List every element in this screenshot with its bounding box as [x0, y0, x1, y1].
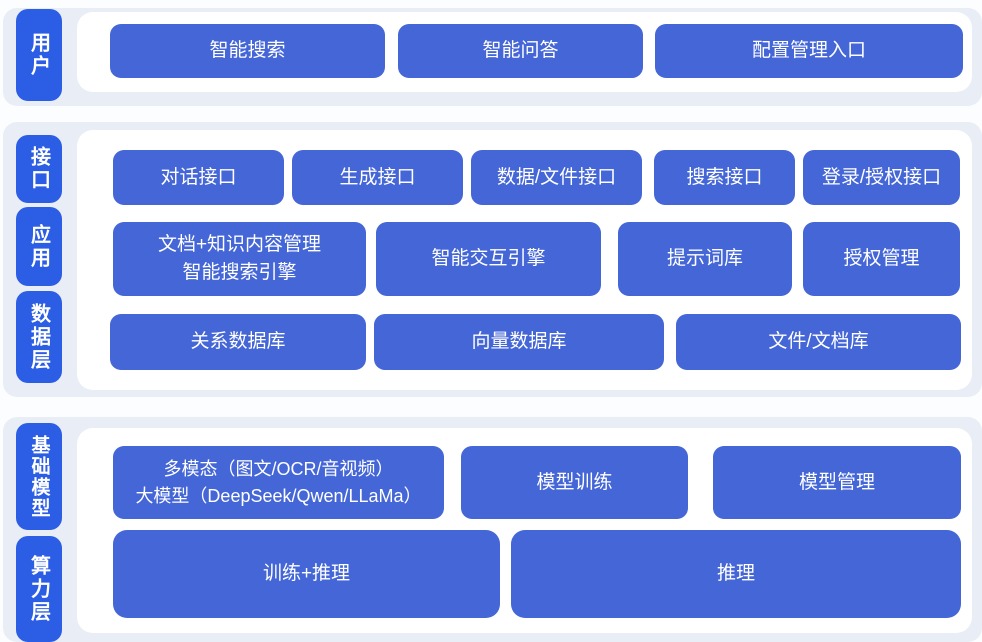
pill-user-layer: 用户	[16, 9, 62, 101]
btn-smart-interaction-engine: 智能交互引擎	[376, 222, 601, 296]
btn-data-file-api: 数据/文件接口	[471, 150, 642, 205]
panel-user-layer: 智能搜索 智能问答 配置管理入口	[77, 12, 972, 92]
btn-smart-qa: 智能问答	[398, 24, 643, 78]
btn-training-plus-inference: 训练+推理	[113, 530, 500, 618]
btn-smart-search: 智能搜索	[110, 24, 385, 78]
btn-config-management-entry: 配置管理入口	[655, 24, 963, 78]
btn-multimodal-large-model: 多模态（图文/OCR/音视频） 大模型（DeepSeek/Qwen/LLaMa）	[113, 446, 444, 519]
btn-search-api: 搜索接口	[654, 150, 795, 205]
pill-interface-layer: 接口	[16, 135, 62, 203]
pill-foundation-model-layer: 基础模型	[16, 423, 62, 530]
btn-doc-knowledge-management-search-engine: 文档+知识内容管理 智能搜索引擎	[113, 222, 366, 296]
btn-authorization-management: 授权管理	[803, 222, 960, 296]
pill-compute-layer: 算力层	[16, 536, 62, 642]
pill-application-layer: 应用	[16, 207, 62, 286]
btn-dialog-api: 对话接口	[113, 150, 284, 205]
panel-middle-layers: 对话接口 生成接口 数据/文件接口 搜索接口 登录/授权接口 文档+知识内容管理…	[77, 130, 972, 390]
pill-data-layer: 数据层	[16, 291, 62, 383]
btn-login-auth-api: 登录/授权接口	[803, 150, 960, 205]
btn-relational-database: 关系数据库	[110, 314, 366, 370]
btn-model-training: 模型训练	[461, 446, 688, 519]
btn-vector-database: 向量数据库	[374, 314, 664, 370]
btn-generation-api: 生成接口	[292, 150, 463, 205]
btn-prompt-library: 提示词库	[618, 222, 792, 296]
btn-file-document-store: 文件/文档库	[676, 314, 961, 370]
btn-inference: 推理	[511, 530, 961, 618]
panel-bottom-layers: 多模态（图文/OCR/音视频） 大模型（DeepSeek/Qwen/LLaMa）…	[77, 428, 972, 633]
btn-model-management: 模型管理	[713, 446, 961, 519]
